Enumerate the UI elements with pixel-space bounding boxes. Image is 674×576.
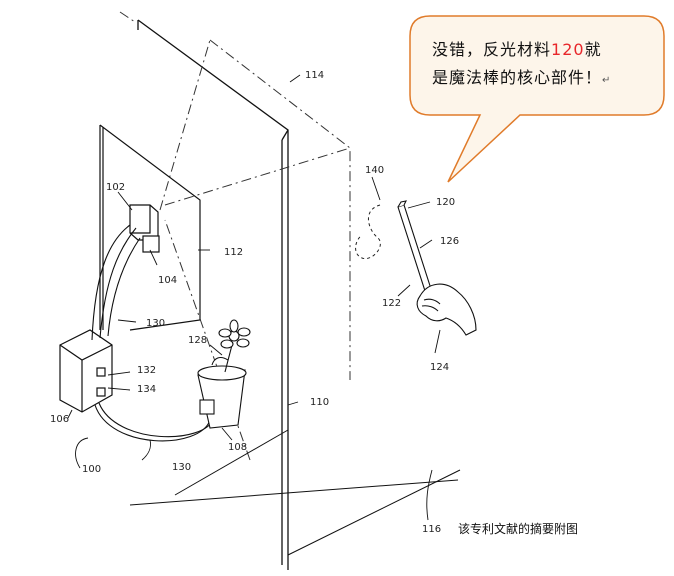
ref-140: 140 xyxy=(365,165,384,176)
cables xyxy=(91,224,215,442)
wand xyxy=(397,200,433,295)
motion-path xyxy=(355,204,381,260)
bubble-line-2-text: 是魔法棒的核心部件！ xyxy=(432,68,603,87)
ref-126: 126 xyxy=(440,236,459,247)
ref-128: 128 xyxy=(188,335,207,346)
control-box xyxy=(59,329,113,413)
paragraph-mark-icon: ↵ xyxy=(602,75,612,86)
figure-caption: 该专利文献的摘要附图 xyxy=(458,522,579,536)
back-panel xyxy=(99,124,201,331)
flower-pot xyxy=(197,319,251,429)
bubble-line-1-end: 就 xyxy=(584,40,602,59)
ref-100: 100 xyxy=(82,464,101,475)
ref-132: 132 xyxy=(137,365,156,376)
ref-120: 120 xyxy=(436,197,455,208)
ref-112: 112 xyxy=(224,247,243,258)
bubble-highlight-number: 120 xyxy=(551,40,585,59)
ref-116: 116 xyxy=(422,524,441,535)
ref-130-lower: 130 xyxy=(172,462,191,473)
hand xyxy=(416,283,477,336)
ref-130-upper: 130 xyxy=(146,318,165,329)
ref-124: 124 xyxy=(430,362,449,373)
projector-unit xyxy=(129,204,160,253)
ref-122: 122 xyxy=(382,298,401,309)
ref-102: 102 xyxy=(106,182,125,193)
speech-bubble xyxy=(409,15,665,183)
speech-bubble-text: 没错，反光材料120就 是魔法棒的核心部件！↵ xyxy=(432,36,652,95)
floor-lines xyxy=(129,429,461,556)
wall-panel xyxy=(137,19,289,570)
ref-104: 104 xyxy=(158,275,177,286)
bubble-line-2: 是魔法棒的核心部件！↵ xyxy=(432,64,652,95)
ref-106: 106 xyxy=(50,414,69,425)
reference-numerals: 102 104 112 114 110 140 120 126 122 124 … xyxy=(50,70,459,535)
ref-134: 134 xyxy=(137,384,156,395)
ref-110: 110 xyxy=(310,397,329,408)
leader-lines xyxy=(67,74,441,521)
bubble-line-1-text: 没错，反光材料 xyxy=(432,40,552,59)
bubble-line-1: 没错，反光材料120就 xyxy=(432,36,652,64)
ref-108: 108 xyxy=(228,442,247,453)
ref-114: 114 xyxy=(305,70,324,81)
